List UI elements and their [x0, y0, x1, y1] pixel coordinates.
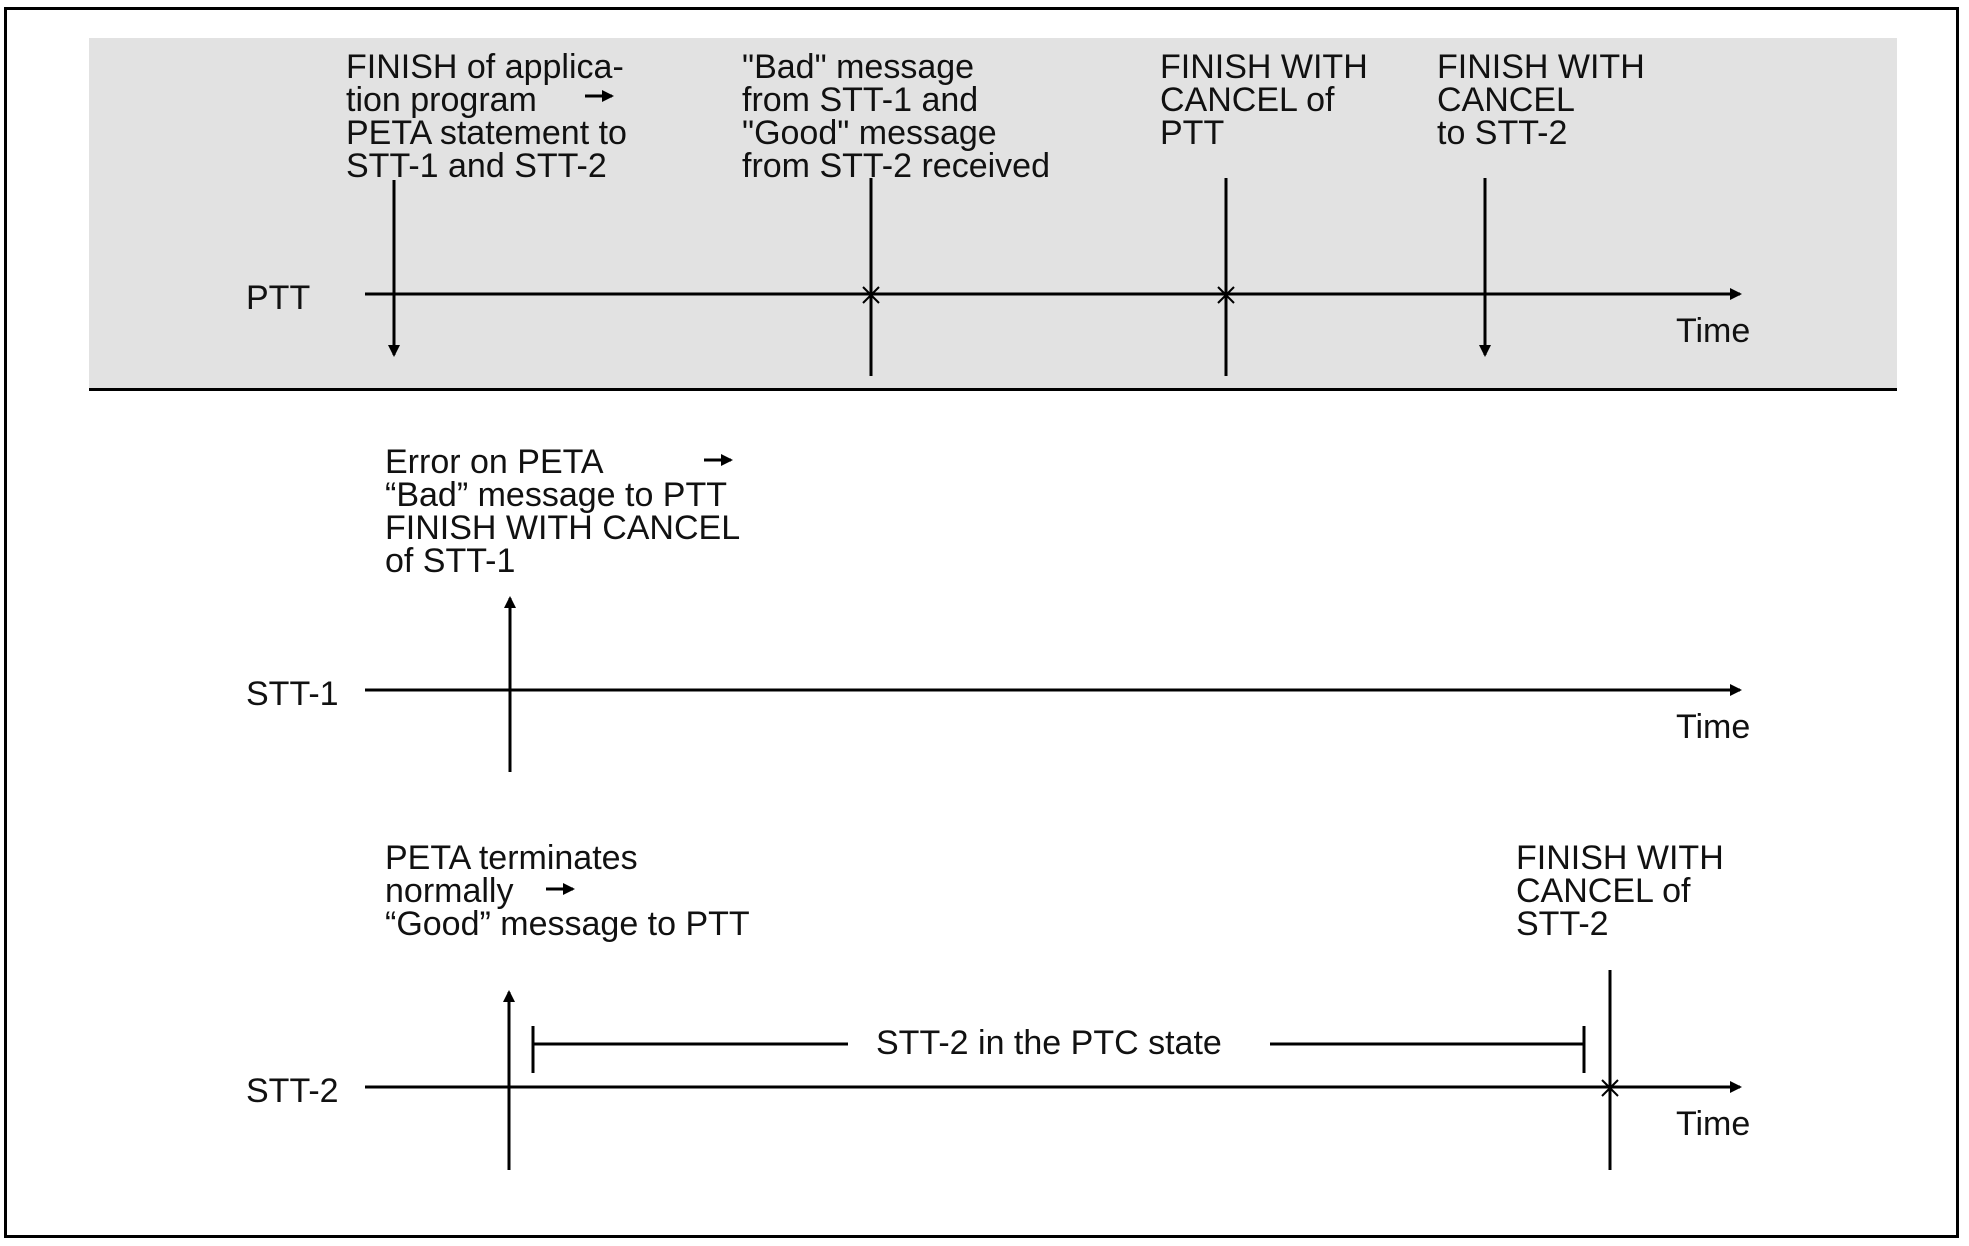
annotation-line: PTT [1160, 114, 1225, 152]
annotation-line: normally [385, 872, 514, 910]
annotation-line: to STT-2 [1437, 114, 1568, 152]
ptt-shaded-band [89, 38, 1897, 389]
annotation-line: from STT-2 received [742, 147, 1050, 185]
lane-label-ptt: PTT [246, 279, 311, 317]
annotation-line: tion program [346, 81, 537, 119]
annotation-line: PETA terminates [385, 839, 638, 877]
annotation-line: CANCEL [1437, 81, 1575, 119]
annotation-line: STT-1 and STT-2 [346, 147, 607, 185]
lane-label-stt1: STT-1 [246, 675, 339, 713]
annotation-line: from STT-1 and [742, 81, 979, 119]
annotation-line: CANCEL of [1516, 872, 1691, 910]
annotation-line: FINISH WITH [1160, 48, 1368, 86]
time-label-ptt: Time [1676, 312, 1751, 350]
annotation-line: of STT-1 [385, 542, 516, 580]
time-label-stt2: Time [1676, 1105, 1751, 1143]
annotation-line: FINISH of applica- [346, 48, 624, 86]
annotation-line: FINISH WITH CANCEL [385, 509, 741, 547]
x-mark-2b [1217, 286, 1235, 304]
time-label-stt1: Time [1676, 708, 1751, 746]
annotation-line: FINISH WITH [1516, 839, 1724, 877]
x-mark-3b [1601, 1079, 1619, 1097]
annotation-line: “Good” message to PTT [385, 905, 750, 943]
lane-label-stt2: STT-2 [246, 1072, 339, 1110]
annotation-line: CANCEL of [1160, 81, 1335, 119]
annotation-line: “Bad” message to PTT [385, 476, 728, 514]
annotation-line: PETA statement to [346, 114, 627, 152]
x-mark-1b [862, 286, 880, 304]
annotation-line: FINISH WITH [1437, 48, 1645, 86]
annotation-line: STT-2 [1516, 905, 1609, 943]
ptc-state-label: STT-2 in the PTC state [876, 1024, 1222, 1062]
annotation-line: "Good" message [742, 114, 997, 152]
annotation-line: Error on PETA [385, 443, 604, 481]
annotation-line: "Bad" message [742, 48, 975, 86]
band-divider-line [89, 388, 1897, 391]
